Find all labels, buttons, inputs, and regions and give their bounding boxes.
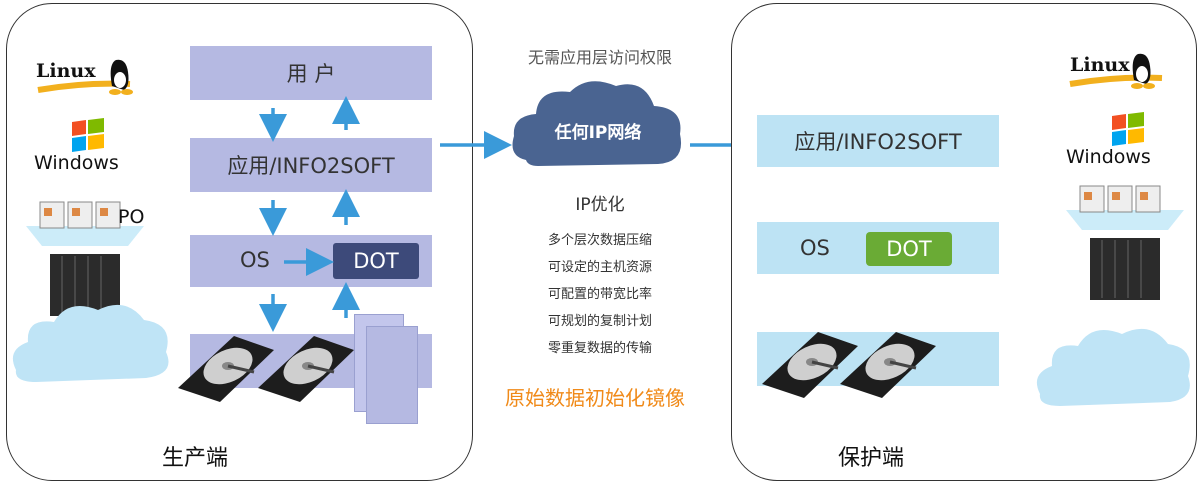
producer-disks <box>174 330 374 404</box>
server-stack-icon: PO <box>20 198 150 318</box>
protector-app-box: 应用/INFO2SOFT <box>757 115 999 167</box>
hard-drive-icon <box>840 332 936 398</box>
feature-item: 零重复数据的传输 <box>547 341 652 356</box>
ip-optimization-label: IP优化 <box>575 195 625 215</box>
producer-app-box: 应用/INFO2SOFT <box>190 138 432 192</box>
feature-item: 可配置的带宽比率 <box>547 287 652 302</box>
producer-cloud-icon <box>12 304 169 382</box>
protector-os-label: OS <box>800 236 830 260</box>
windows-logo-text: Windows <box>34 152 119 174</box>
partial-os-text: PO <box>118 206 145 228</box>
no-app-access-note: 无需应用层访问权限 <box>527 48 672 67</box>
feature-item: 可规划的复制计划 <box>547 314 652 329</box>
user-box: 用 户 <box>190 46 432 100</box>
windows-logo-text: Windows <box>1066 146 1151 168</box>
producer-title: 生产端 <box>162 446 229 471</box>
feature-item: 多个层次数据压缩 <box>547 233 652 248</box>
windows-logo-icon: Windows <box>1064 110 1174 170</box>
cloud-label: 任何IP网络 <box>554 123 642 143</box>
feature-item: 可设定的主机资源 <box>547 260 652 275</box>
producer-dot-box: DOT <box>333 243 419 279</box>
producer-os-label: OS <box>240 248 270 272</box>
hard-drive-icon <box>178 336 274 402</box>
linux-logo-text: Linux <box>1070 54 1130 76</box>
linux-logo-text: Linux <box>36 60 96 82</box>
hard-drive-icon <box>762 332 858 398</box>
linux-logo-icon: Linux <box>34 56 134 100</box>
server-stack-icon <box>1060 182 1190 302</box>
mirror-note: 原始数据初始化镜像 <box>505 386 685 410</box>
cloud-icon <box>512 81 682 166</box>
hard-drive-icon <box>258 336 354 402</box>
protector-dot-box: DOT <box>866 232 952 266</box>
protector-disks <box>758 326 958 400</box>
document-sheet-front <box>366 326 418 424</box>
windows-logo-icon: Windows <box>30 116 140 176</box>
protector-title: 保护端 <box>838 446 905 471</box>
linux-logo-icon: Linux <box>1066 50 1166 94</box>
protector-cloud-icon <box>1036 328 1190 406</box>
